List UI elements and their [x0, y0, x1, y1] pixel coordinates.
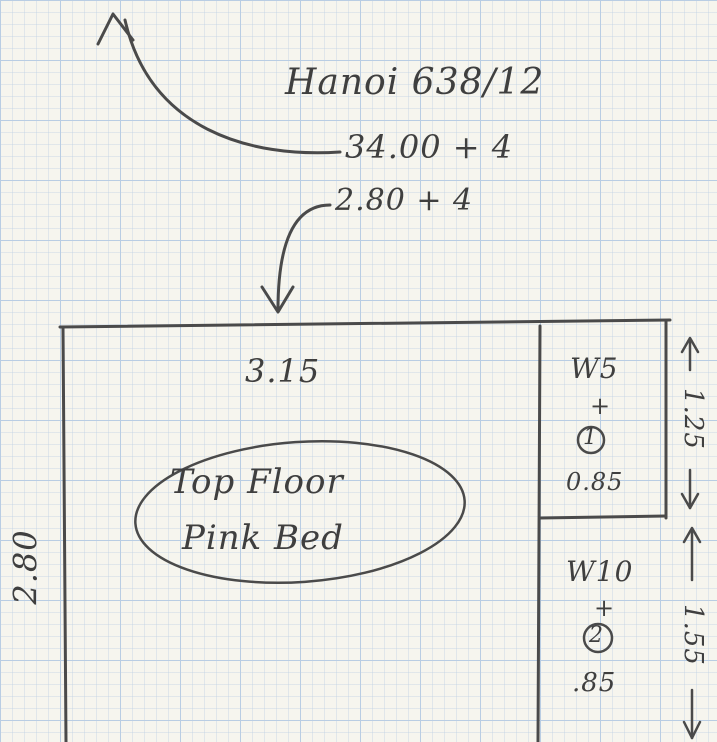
window-1-number: 1 [583, 425, 598, 450]
curved-arrow-up [123, 18, 342, 155]
dim-arrow-2-top-head [682, 526, 702, 544]
measure-line-1: 34.00 + 4 [345, 128, 514, 166]
window-1-label: W5 [570, 352, 619, 385]
window-2-label: W10 [566, 555, 634, 588]
window-2-side-dim: 1.55 [677, 604, 708, 666]
window-2-number: 2 [589, 623, 604, 648]
window-2-circle [582, 622, 614, 654]
arrowhead-up [96, 12, 135, 46]
dim-arrow-1-bottom-head [680, 492, 700, 510]
note-pink-bed: Pink Bed [182, 518, 344, 558]
window-1-value: 0.85 [566, 468, 624, 496]
window-2-value: .85 [572, 668, 617, 698]
window-2-plus: + [594, 594, 616, 622]
room-height-label: 2.80 [6, 529, 45, 605]
room-width-label: 3.15 [245, 352, 321, 390]
window-1-circle [576, 425, 606, 455]
dim-arrow-2-bottom-head [682, 720, 702, 740]
room-top-wall [58, 318, 672, 329]
dim-arrow-1-top-head [680, 336, 700, 354]
window-column-wall [536, 324, 542, 742]
note-oval [134, 439, 466, 585]
window-divider [538, 514, 668, 520]
arrowhead-down [260, 285, 295, 314]
measure-line-2: 2.80 + 4 [335, 183, 474, 218]
hotel-title: Hanoi 638/12 [285, 62, 545, 103]
curved-arrow-down [276, 203, 332, 312]
window-1-side-dim: 1.25 [677, 388, 708, 450]
window-1-plus: + [590, 392, 612, 420]
room-left-wall [61, 325, 68, 742]
note-top-floor: Top Floor [170, 462, 344, 502]
